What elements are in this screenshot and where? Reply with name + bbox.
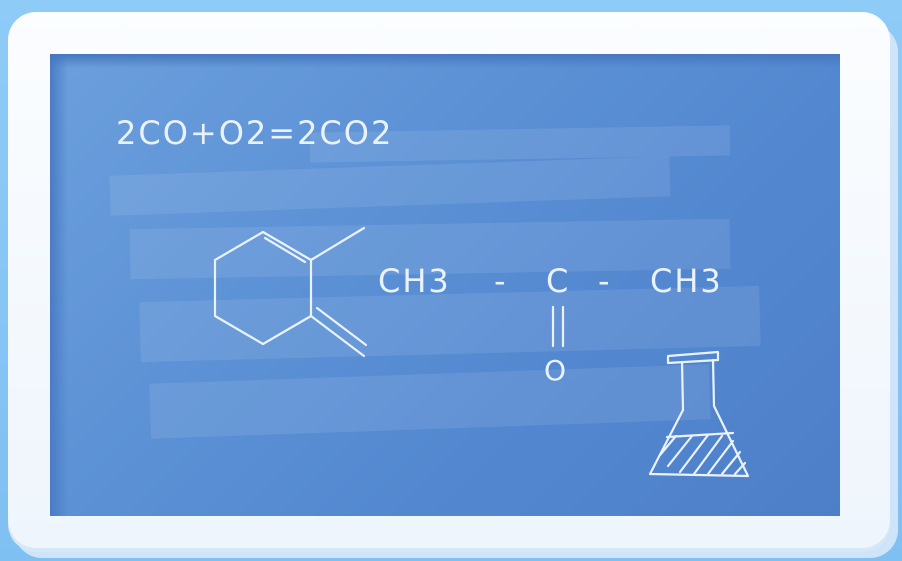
formula-oxygen: O <box>544 354 569 387</box>
board-left-shade <box>50 54 68 516</box>
board-top-shade <box>50 54 840 68</box>
formula-ch3-right: CH3 <box>650 262 723 300</box>
chalkboard <box>50 54 840 516</box>
double-bond-icon <box>551 305 565 348</box>
cyclohexane-ring-icon <box>213 226 368 358</box>
formula-dash-right: - <box>598 262 612 300</box>
equation-text: 2CO+O2=2CO2 <box>116 114 394 152</box>
formula-dash-left: - <box>494 262 508 300</box>
formula-carbon: C <box>546 262 571 300</box>
formula-ch3-left: CH3 <box>378 262 451 300</box>
erlenmeyer-flask-icon <box>648 350 750 478</box>
